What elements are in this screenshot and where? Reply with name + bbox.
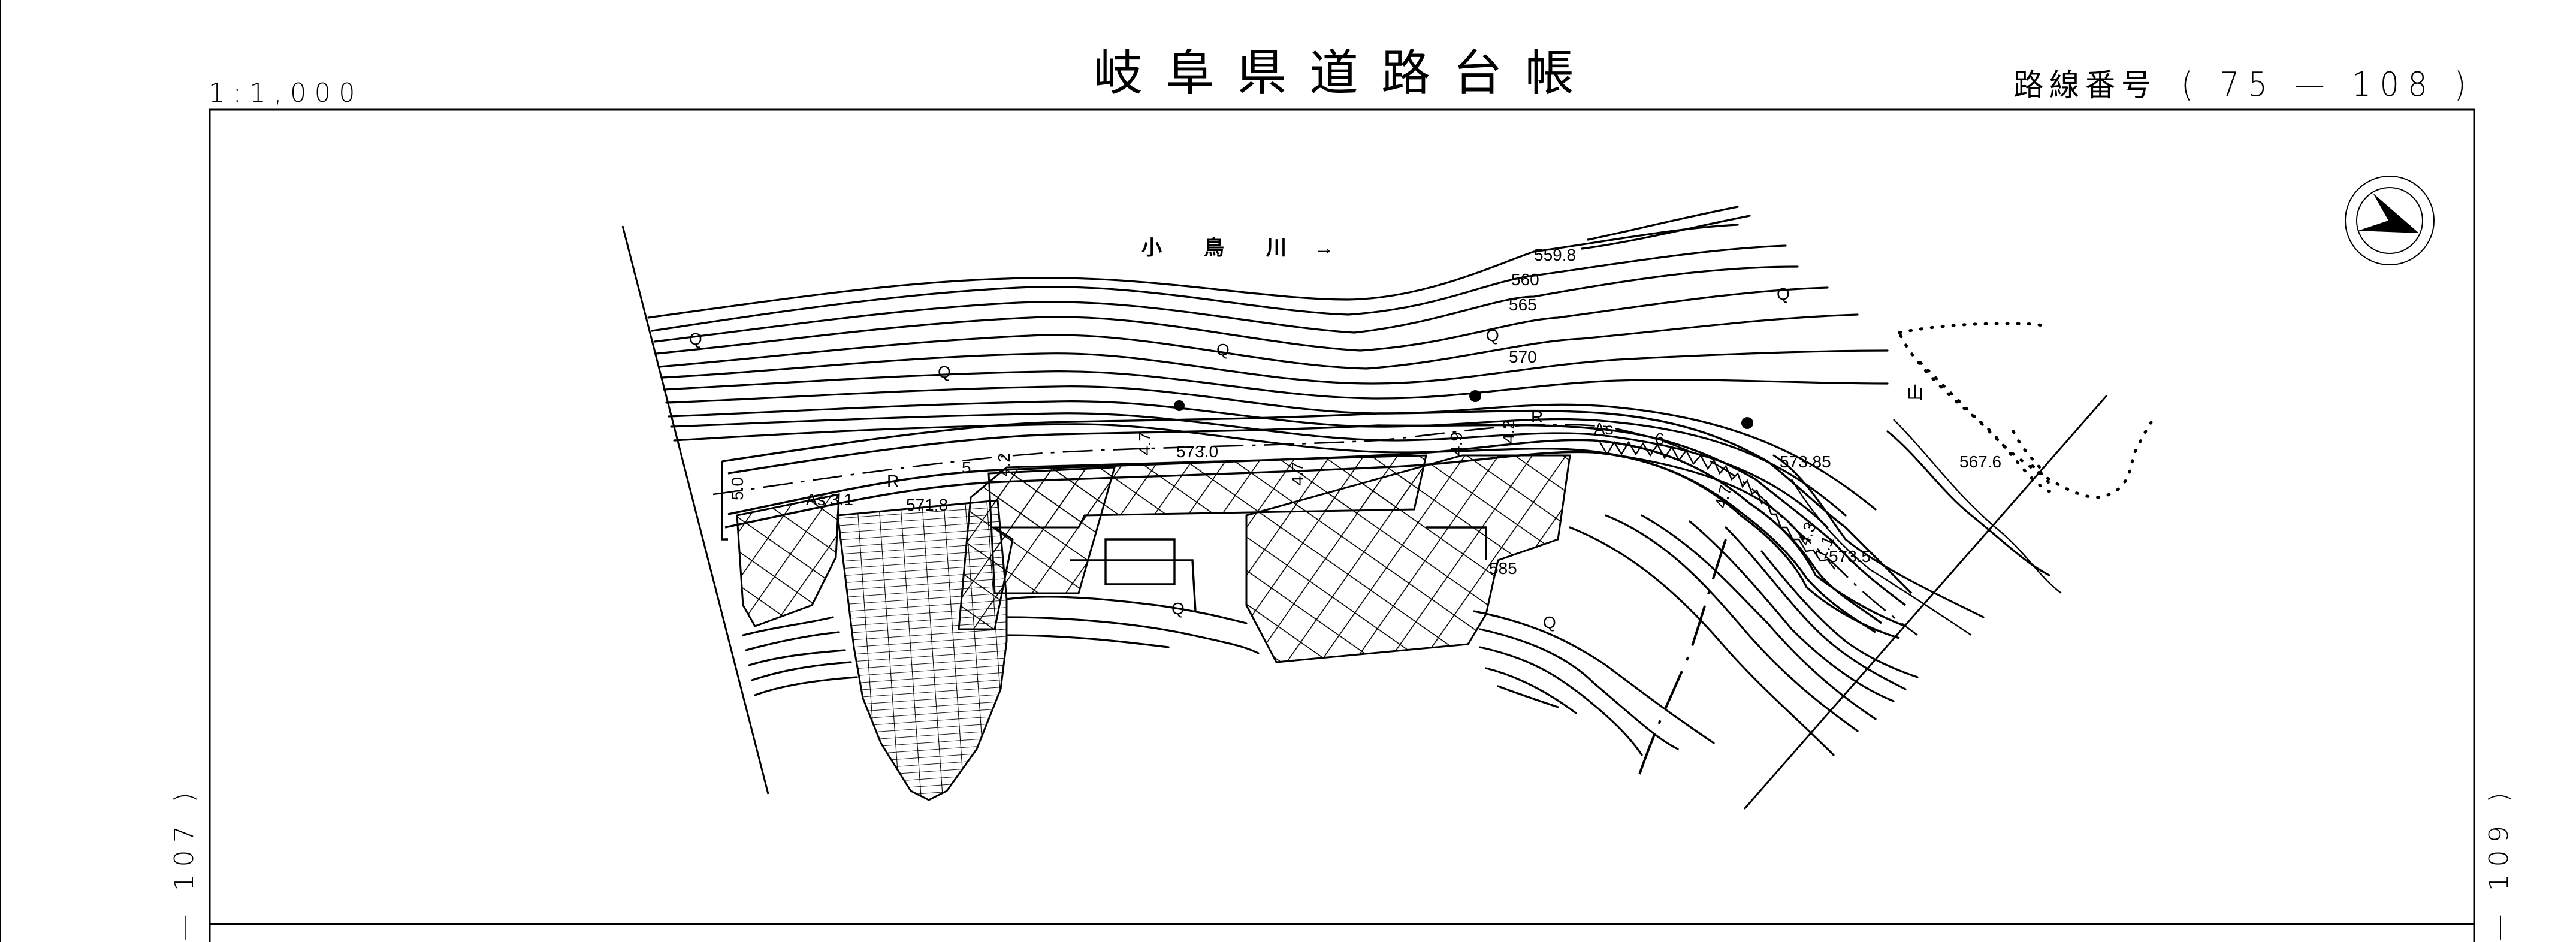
forest-edge-dotted-right [1919, 361, 2153, 499]
road-width-label: 5.0 [728, 477, 747, 500]
north-arrow-icon [2345, 176, 2435, 265]
elevation-label: 585 [1489, 559, 1517, 578]
secondary-centerline [1635, 539, 1727, 786]
map-frame [209, 108, 2475, 925]
road-width-label: 3.1 [830, 490, 853, 509]
benchmark-dots [1174, 390, 1753, 429]
map-extent-left-boundary [621, 225, 769, 795]
terrace-outlines [1070, 526, 1487, 612]
tree-symbol: Q [1543, 613, 1556, 632]
retaining-wall-pattern [1593, 439, 1906, 639]
map-extent-right-boundary [1743, 395, 2108, 810]
curve-label: R [887, 472, 899, 490]
road-width-label: 6 [1655, 430, 1665, 448]
contour-lines-northeast [1581, 206, 2062, 636]
road-width-label: 5 [962, 458, 971, 477]
structure-area-gridhatched [836, 499, 1008, 801]
forest-edge-dotted [1898, 322, 2052, 494]
mountain-symbol: 山 [1907, 384, 1923, 402]
road-width-label: 4.2 [1499, 420, 1518, 443]
tree-symbol: Q [1216, 340, 1230, 359]
elevation-label: 565 [1509, 295, 1537, 314]
slope-areas-crosshatched [736, 454, 1571, 663]
road-centerline [712, 424, 1918, 636]
elevation-label: 571.8 [906, 496, 948, 514]
elevation-label: 560 [1511, 270, 1539, 289]
road-width-label: 4.2 [995, 453, 1013, 476]
tree-symbol: Q [1486, 326, 1499, 345]
sheet-title: 岐阜県道路台帳 [1094, 45, 1597, 102]
tree-symbol: Q [1777, 285, 1790, 303]
elevation-label: 573.85 [1780, 452, 1831, 471]
contour-lines-north [647, 224, 1889, 541]
tree-symbol: Q [938, 363, 951, 381]
route-label: 路線番号 [2013, 68, 2157, 104]
elevation-label: 570 [1509, 348, 1537, 366]
elevation-label: 573.5 [1829, 547, 1871, 566]
road-width-label: 4.7 [1136, 432, 1154, 455]
elevation-label: 567.6 [1959, 452, 2001, 471]
tree-symbol: Q [689, 330, 702, 348]
scale-label: 1:1,000 [209, 78, 363, 108]
river-label: 小 鳥 川 → [1141, 237, 1345, 259]
tree-symbol: Q [1171, 599, 1185, 618]
surface-label: As [1594, 419, 1614, 438]
road-width-label: 4.7 [1288, 462, 1307, 485]
adjacent-sheet-left: — 107 ) [169, 785, 200, 941]
curve-label: R [1531, 407, 1543, 426]
road-width-label: 4.9 [1447, 432, 1466, 455]
route-number: ( 75 — 108 ) [2181, 65, 2475, 104]
contour-lines-south [742, 514, 1919, 756]
adjacent-sheet-right: — 109 ) [2484, 785, 2514, 941]
map-labels: 小 鳥 川 → 山 559.8 560 565 570 585 571.8 57… [689, 237, 2001, 632]
elevation-label: 559.8 [1534, 246, 1576, 264]
elevation-label: 573.0 [1176, 442, 1218, 461]
surface-label: As [806, 490, 826, 509]
